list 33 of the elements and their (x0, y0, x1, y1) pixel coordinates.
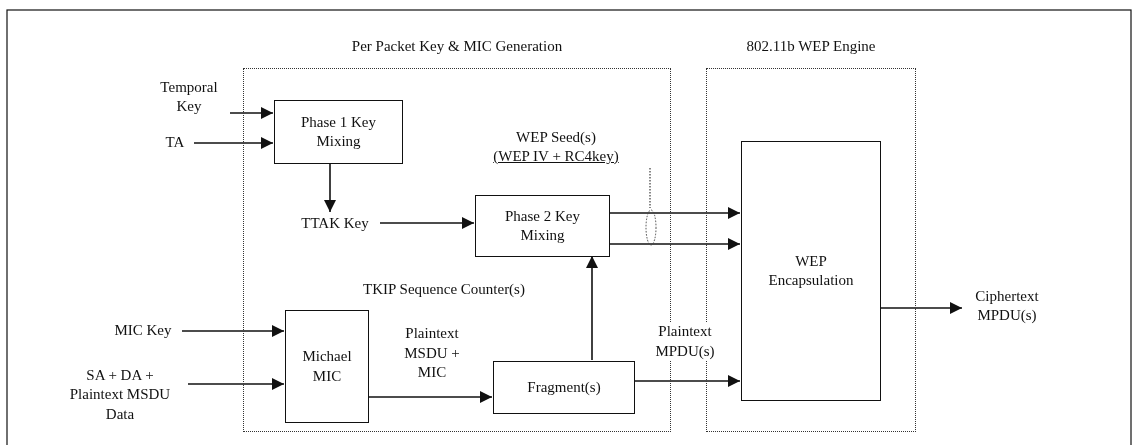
signal-label: SA + DA + Plaintext MSDU Data (68, 365, 172, 424)
group-heading: Per Packet Key & MIC Generation (350, 38, 564, 55)
signal-label: Temporal Key (159, 77, 219, 116)
process-box (493, 361, 635, 414)
signal-label: TTAK Key (301, 214, 369, 234)
arrow (379, 217, 475, 229)
arrow (193, 137, 274, 149)
signal-label: WEP Seed(s) (516, 127, 596, 147)
group-heading: 802.11b WEP Engine (745, 38, 877, 55)
arrow (608, 238, 741, 250)
process-box (285, 310, 369, 423)
signal-label: Ciphertext MPDU(s) (974, 286, 1040, 325)
arrow (324, 162, 336, 213)
signal-label: MIC Key (114, 321, 172, 341)
arrow (367, 391, 493, 403)
process-box (274, 100, 403, 164)
process-box (475, 195, 610, 257)
box-label: Phase 2 Key Mixing (504, 206, 581, 245)
arrow (181, 325, 285, 337)
arrow (879, 302, 963, 314)
arrow (586, 255, 598, 361)
leader-line (649, 167, 651, 209)
signal-label: (WEP IV + RC4key) (493, 147, 619, 166)
arrow (608, 207, 741, 219)
arrow (633, 375, 741, 387)
box-label: WEP Encapsulation (767, 251, 855, 290)
arrow (229, 107, 274, 119)
box-label: Fragment(s) (527, 377, 601, 397)
signal-label: TA (165, 133, 185, 153)
box-label: Phase 1 Key Mixing (300, 112, 377, 151)
arrow (187, 378, 285, 390)
process-box (741, 141, 881, 401)
box-label: Michael MIC (301, 347, 353, 386)
